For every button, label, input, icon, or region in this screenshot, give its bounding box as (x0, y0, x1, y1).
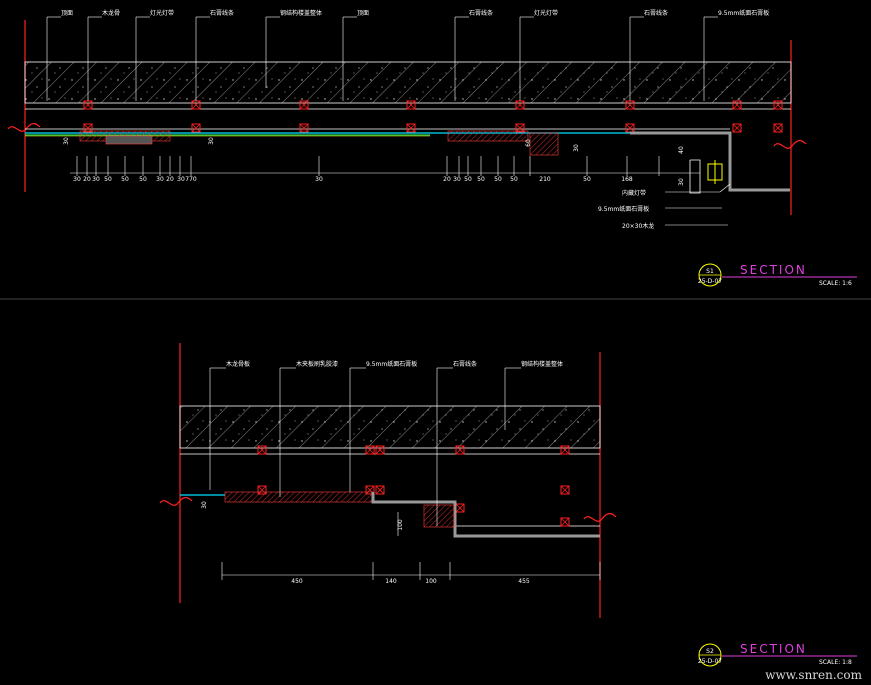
s1-callout-3: 灯光灯带 (150, 9, 174, 17)
s2-callout-4: 石膏线条 (453, 360, 477, 368)
watermark: www.snren.com (765, 668, 862, 682)
s2-dim-3: 100 (425, 578, 437, 585)
s1-dim-1: 30 (73, 176, 81, 183)
s1-dim-20: 168 (621, 176, 633, 183)
s1-break-symbol-left (7, 122, 41, 132)
s2-callouts: 木龙骨板 木夹板刷乳胶漆 9.5mm纸面石膏板 石膏线条 钢结构楼盖整体 (209, 360, 563, 526)
s1-dim-5: 50 (121, 176, 129, 183)
s1-dim-6: 50 (139, 176, 147, 183)
s2-vdim-2: 100 (397, 519, 404, 531)
s1-dim-15: 50 (477, 176, 485, 183)
s2-callout-5: 钢结构楼盖整体 (521, 360, 563, 368)
s2-tag-number: S2 (706, 648, 714, 655)
s2-joists (257, 445, 570, 527)
s1-callout-2: 木龙骨 (102, 9, 120, 17)
s1-dim-2: 20 (83, 176, 91, 183)
s1-callout-5: 钢结构楼盖整体 (280, 9, 322, 17)
s1-callout-10: 9.5mm纸面石膏板 (718, 9, 769, 17)
s1-dim-14: 50 (464, 176, 472, 183)
s2-callout-1: 木龙骨板 (226, 360, 250, 368)
s2-step-box (371, 492, 600, 538)
s1-dim-12: 20 (443, 176, 451, 183)
s2-break-symbol-left (159, 496, 193, 506)
s2-break-symbol-right (583, 512, 617, 522)
s1-break-symbol-right (773, 139, 807, 149)
s2-title: SECTION (740, 642, 807, 656)
s1-callouts: 顶面 木龙骨 灯光灯带 石膏线条 钢结构楼盖整体 顶面 石膏线条 灯光灯带 石膏线条 9.5mm纸… (46, 9, 769, 101)
s2-molding (423, 504, 455, 528)
s1-step-box (630, 131, 790, 192)
s2-dim-4: 455 (518, 578, 530, 585)
s1-dim-9: 30 (177, 176, 185, 183)
s1-note-2: 9.5mm纸面石膏板 (598, 205, 649, 213)
s1-note-3: 20×30木龙 (622, 222, 654, 230)
s2-title-block: S2 25-D-07 SECTION SCALE: 1:8 (698, 642, 857, 667)
s1-tag-sheet: 25-D-07 (698, 278, 722, 285)
s2-dim-1: 450 (291, 578, 303, 585)
s1-dim-16: 50 (494, 176, 502, 183)
s1-dim-18: 210 (539, 176, 551, 183)
s1-dim-3: 30 (92, 176, 100, 183)
s2-tag-sheet: 25-D-07 (698, 658, 722, 665)
s2-scale: SCALE: 1:8 (819, 659, 852, 666)
s1-vdim-4: 30 (573, 144, 580, 152)
s1-dim-7: 30 (156, 176, 164, 183)
s1-dim-11: 30 (315, 176, 323, 183)
s1-vdim-1: 30 (63, 137, 70, 145)
s2-vdim-1: 30 (201, 501, 208, 509)
s1-dim-19: 50 (583, 176, 591, 183)
s1-callout-9: 石膏线条 (644, 9, 668, 17)
s1-note-1: 内藏灯带 (622, 189, 646, 197)
s1-tag-number: S1 (706, 268, 714, 275)
s2-callout-3: 9.5mm纸面石膏板 (366, 360, 417, 368)
section-2: 450 140 100 455 30 100 木龙骨板 木夹板刷乳胶漆 9.5mm纸… (159, 343, 857, 667)
s2-dim-2: 140 (385, 578, 397, 585)
s1-dim-13: 30 (453, 176, 461, 183)
s1-vdim-2: 30 (208, 137, 215, 145)
s1-vdim-5: 40 (678, 146, 685, 154)
s1-molding-right (447, 130, 529, 142)
s1-dim-17: 50 (510, 176, 518, 183)
s1-dim-10: 770 (185, 176, 197, 183)
s2-dimension-labels: 450 140 100 455 30 100 (201, 501, 530, 585)
s1-callout-4: 石膏线条 (210, 9, 234, 17)
s1-callout-1: 顶面 (61, 10, 73, 17)
s1-dim-4: 50 (104, 176, 112, 183)
s1-joists (83, 100, 783, 133)
s1-title-block: S1 25-D-07 SECTION SCALE: 1:6 (698, 263, 857, 287)
s1-callout-7: 石膏线条 (469, 9, 493, 17)
s1-scale: SCALE: 1:6 (819, 280, 852, 287)
s2-callout-2: 木夹板刷乳胶漆 (296, 360, 338, 368)
s1-vertical-dimensions: 30 30 60 30 40 30 (63, 137, 685, 186)
s1-callout-6: 顶面 (357, 10, 369, 17)
s1-callout-8: 灯光灯带 (534, 9, 558, 17)
s1-vdim-6: 30 (678, 178, 685, 186)
s1-dim-8: 20 (166, 176, 174, 183)
s1-title: SECTION (740, 263, 807, 277)
s2-plywood-board (224, 491, 374, 503)
s1-side-notes: 内藏灯带 9.5mm纸面石膏板 20×30木龙 (598, 183, 731, 230)
s1-vdim-3: 60 (525, 139, 532, 147)
